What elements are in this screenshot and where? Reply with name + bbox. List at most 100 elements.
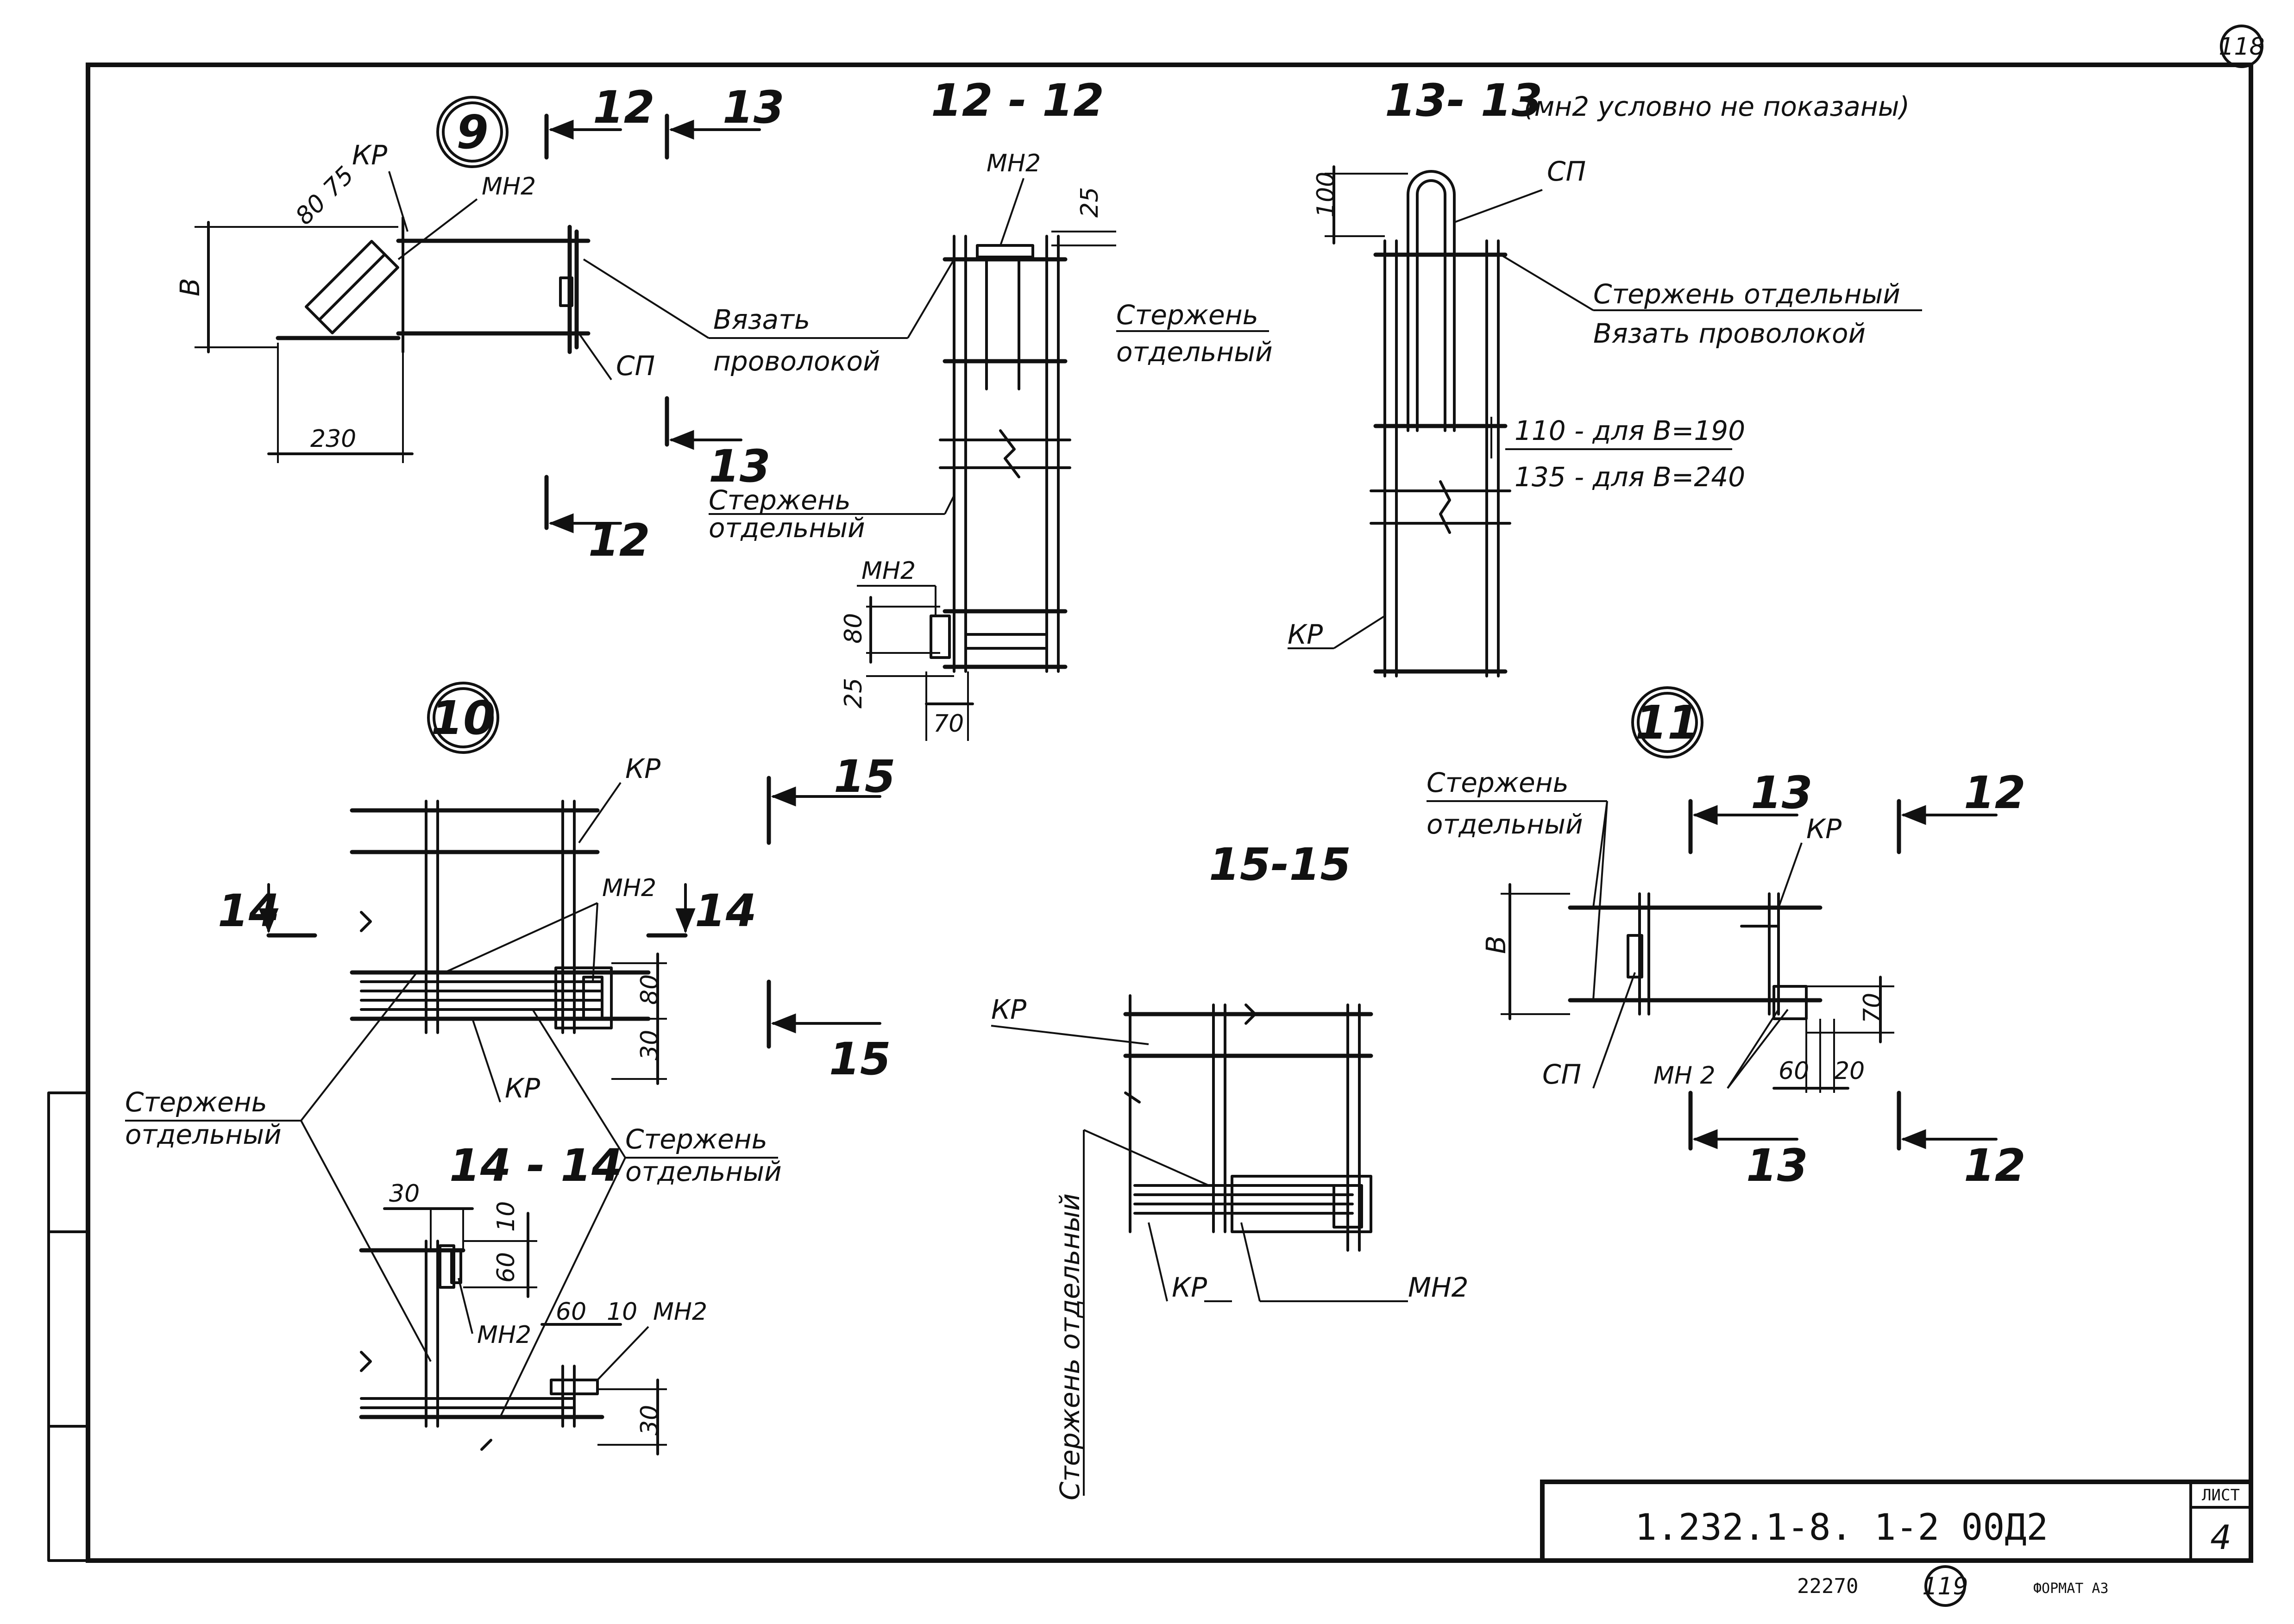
detail-11-b-dim: В xyxy=(1480,935,1512,954)
section-12-rod-right-line2: отдельный xyxy=(1116,336,1273,368)
cut-12-bottom-marker: 12 xyxy=(544,475,650,566)
section-12-dim-80: 80 xyxy=(840,613,867,644)
detail-9-kp-label: КР xyxy=(352,139,387,171)
detail-11-dim-60: 60 xyxy=(1779,1057,1809,1085)
detail-10-mn2: МН2 xyxy=(602,874,656,902)
section-12-dim-25-top: 25 xyxy=(1076,187,1104,218)
section-15-mn2: МН2 xyxy=(1408,1272,1469,1303)
section-12-title: 12 - 12 xyxy=(931,75,1104,126)
page-number-bottom: 119 xyxy=(1922,1565,1968,1607)
cut-12-bottom-label: 12 xyxy=(588,514,650,566)
page-number-top: 118 xyxy=(2219,25,2265,68)
archive-number: 22270 xyxy=(1797,1574,1858,1598)
cut-12-top-label: 12 xyxy=(593,82,655,133)
section-12-mn2-top: МН2 xyxy=(987,150,1041,177)
section-13-note: (мн2 условно не показаны) xyxy=(1524,91,1910,122)
section-14-dim-30: 30 xyxy=(636,1405,664,1436)
section-13-title: 13- 13 xyxy=(1385,75,1542,126)
detail-10-kp-top: КР xyxy=(625,753,660,784)
section-12-mn2-bottom: МН2 xyxy=(861,557,916,585)
section-13-kp-label: КР xyxy=(1288,619,1323,650)
detail-11-sp: СП xyxy=(1542,1059,1581,1090)
detail-11-cut-13-top: 13 xyxy=(1751,767,1813,819)
cut-12-bottom-marker-d11: 12 xyxy=(1897,1091,2026,1191)
detail-10-dim-30: 30 xyxy=(636,1030,664,1060)
detail-11-rod-line1: Стержень xyxy=(1427,767,1569,798)
title-block: 1.232.1-8. 1-2 00Д2 ЛИСТ 4 xyxy=(1540,1480,2253,1563)
section-14-dim-60-side: 60 xyxy=(492,1252,520,1283)
tie-wire-label-line2: проволокой xyxy=(713,345,880,377)
cut-14-left-marker: 14 xyxy=(218,883,317,938)
cut-13-bottom-label: 13 xyxy=(709,440,771,492)
cut-15-top-marker: 15 xyxy=(767,751,896,845)
cut-13-top-marker: 13 xyxy=(665,82,785,160)
detail-10-dim-80: 80 xyxy=(636,974,664,1005)
cut-12-top-marker-d11: 12 xyxy=(1897,767,2026,854)
section-14-dim-60: 60 xyxy=(556,1298,586,1326)
section-14-mn2-b: МН2 xyxy=(653,1298,707,1326)
detail-11-dim-20: 20 xyxy=(1834,1057,1865,1085)
tie-wire-label-line1: Вязать xyxy=(713,304,810,335)
detail-11-dim-70: 70 xyxy=(1859,993,1886,1023)
section-13-dim-100: 100 xyxy=(1312,172,1340,218)
sheet-frame xyxy=(47,63,2253,1563)
sheet-label: ЛИСТ xyxy=(2202,1486,2240,1505)
detail-9: 9 12 13 13 12 xyxy=(174,82,955,566)
section-13-sp-label: СП xyxy=(1547,156,1586,187)
section-13-13: 13- 13 (мн2 условно не показаны) 100 СП … xyxy=(1288,75,1922,677)
detail-10: 10 КР 80 30 14 14 МН2 xyxy=(125,682,782,1417)
cut-14-right-label: 14 xyxy=(695,885,757,937)
section-15-title: 15-15 xyxy=(1209,839,1351,890)
section-14-dim-30-top: 30 xyxy=(389,1180,420,1208)
detail-11-rod-line2: отдельный xyxy=(1427,809,1583,840)
detail-11-cut-13-bottom: 13 xyxy=(1746,1140,1808,1191)
section-12-dim-70: 70 xyxy=(933,710,964,738)
detail-11-kp: КР xyxy=(1806,813,1841,845)
cut-13-bottom-marker-d11: 13 xyxy=(1688,1091,1808,1191)
detail-9-number: 9 xyxy=(456,105,489,159)
section-15-rod-vertical: Стержень отдельный xyxy=(1054,1193,1086,1500)
section-12-12: 12 - 12 МН2 25 Стержень отдельный Стерже… xyxy=(709,75,1273,741)
section-13-dim-135: 135 - для В=240 xyxy=(1515,461,1745,493)
cut-13-top-marker-d11: 13 xyxy=(1688,767,1813,854)
cut-13-bottom-marker: 13 xyxy=(665,396,771,492)
cut-12-top-marker: 12 xyxy=(544,82,655,160)
section-15-kp-top: КР xyxy=(991,994,1026,1025)
cut-14-right-marker: 14 xyxy=(646,883,757,938)
section-12-rod-right-line1: Стержень xyxy=(1116,299,1258,331)
designation: 1.232.1-8. 1-2 00Д2 xyxy=(1635,1507,2048,1549)
cut-15-bottom-label: 15 xyxy=(829,1033,891,1085)
detail-9-dim-80: 80 xyxy=(290,189,332,230)
page-number-top-text: 118 xyxy=(2219,33,2264,61)
section-13-dim-110: 110 - для В=190 xyxy=(1515,415,1745,446)
detail-10-rod-left-line1: Стержень xyxy=(125,1086,267,1118)
detail-10-rod-right-line2: отдельный xyxy=(625,1156,782,1187)
detail-11: 11 Стержень отдельный 13 12 КР В xyxy=(1427,686,2026,1191)
detail-9-b-dim: В xyxy=(174,278,206,296)
detail-9-sp-label: СП xyxy=(616,350,655,382)
section-14-title: 14 - 14 xyxy=(449,1140,622,1191)
format-label: ФОРМАТ А3 xyxy=(2033,1580,2109,1597)
detail-11-cut-12-bottom: 12 xyxy=(1964,1140,2026,1191)
section-13-rod-label: Стержень отдельный xyxy=(1593,278,1900,310)
section-14-14: 14 - 14 30 10 60 МН2 60 10 МН2 30 xyxy=(359,1140,707,1455)
detail-10-kp-bottom: КР xyxy=(505,1072,540,1104)
cut-14-left-label: 14 xyxy=(218,885,280,937)
detail-10-number: 10 xyxy=(431,691,495,745)
cut-13-top-label: 13 xyxy=(723,82,785,133)
section-14-dim-10: 10 xyxy=(607,1298,637,1326)
section-13-tie-label: Вязать проволокой xyxy=(1593,318,1866,349)
detail-9-dim-230: 230 xyxy=(310,425,356,453)
cut-15-bottom-marker: 15 xyxy=(767,979,891,1085)
section-12-rod-left-line1: Стержень xyxy=(709,484,851,516)
section-12-rod-left-line2: отдельный xyxy=(709,512,865,544)
detail-9-mn2-label: МН2 xyxy=(482,173,536,201)
page-number-bottom-text: 119 xyxy=(1922,1573,1968,1600)
detail-11-number: 11 xyxy=(1635,696,1699,750)
detail-10-rod-left-line2: отдельный xyxy=(125,1119,282,1150)
section-15-15: 15 15 15-15 КР КР МН2 Стержень отде xyxy=(767,751,1469,1500)
section-14-mn2-a: МН2 xyxy=(477,1321,531,1349)
section-12-dim-25-bottom: 25 xyxy=(840,678,867,709)
detail-10-rod-right-line1: Стержень xyxy=(625,1123,767,1155)
